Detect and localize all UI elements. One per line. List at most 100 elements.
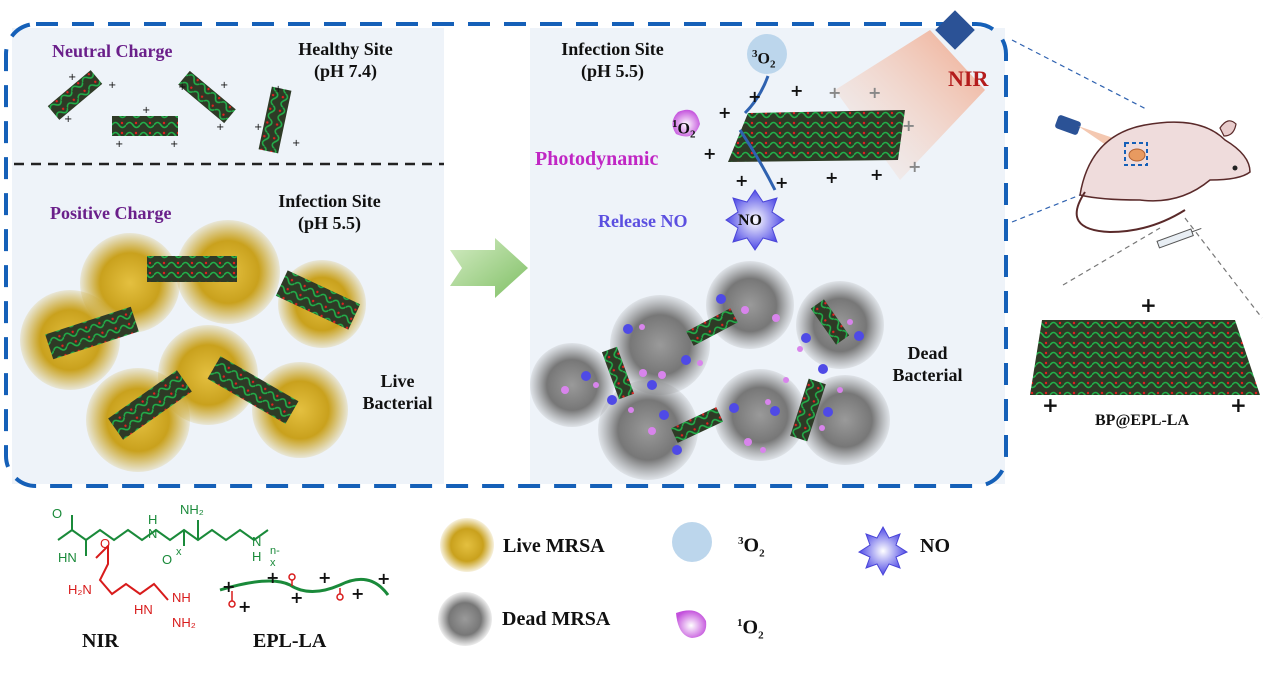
bp-sheet (108, 370, 192, 440)
sheet-1 (47, 70, 103, 120)
sup: 1 (737, 617, 743, 629)
dead-bacterial-line2: Bacterial (892, 365, 963, 385)
svg-text:+: + (1042, 393, 1059, 417)
svg-text:+: + (222, 577, 235, 596)
polymer-name-label: EPL-LA (253, 630, 327, 652)
process-arrow (450, 238, 528, 298)
epl-la-chain-icon (219, 577, 390, 596)
legend-dead-mrsa-label: Dead MRSA (502, 608, 611, 630)
svg-text:+: + (870, 165, 883, 184)
svg-text:+: + (1230, 393, 1247, 417)
base: O (743, 534, 760, 557)
bp-sheet (601, 346, 635, 400)
svg-text:+: + (64, 114, 72, 125)
sheet-2 (112, 116, 178, 136)
svg-text:+: + (108, 80, 116, 91)
atom-h2n: H₂N (68, 582, 92, 597)
photodynamic-label: Photodynamic (535, 148, 659, 170)
sub: 2 (758, 629, 764, 642)
atom-hn: HN (58, 550, 77, 565)
live-bacterial-label: Live Bacterial (345, 370, 450, 414)
bp-epl-la-zoom-sheet (1030, 320, 1260, 395)
svg-text:+: + (828, 83, 841, 102)
healthy-site-line1: Healthy Site (298, 39, 393, 59)
nir-lamp-icon (935, 10, 975, 50)
svg-text:+: + (351, 584, 364, 603)
nir-label: NIR (948, 66, 989, 91)
svg-text:+: + (290, 588, 303, 607)
sheet-4 (258, 86, 292, 154)
svg-text:+: + (274, 84, 282, 95)
bp-sheet (275, 270, 361, 330)
no-star-icon (857, 525, 909, 577)
dead-bacterium (530, 343, 614, 427)
neutral-charge-label: Neutral Charge (52, 41, 173, 61)
sup: 3 (752, 48, 758, 60)
bp-sheet (810, 299, 850, 345)
svg-text:+: + (748, 87, 761, 106)
legend-no-label: NO (920, 535, 950, 557)
oxygen-conversion-arrow (743, 75, 770, 115)
svg-text:+: + (902, 116, 915, 135)
dead-bacterium (610, 295, 710, 395)
live-bacterial-line2: Bacterial (362, 393, 433, 413)
infection-site-line1: Infection Site (278, 191, 381, 211)
svg-text:+: + (68, 72, 76, 83)
zoom-guide-line (1011, 39, 1149, 111)
infection-site-ph: (pH 5.5) (298, 213, 361, 233)
atom-nh2: NH₂ (180, 502, 204, 517)
live-bacterial-line1: Live (380, 371, 415, 391)
svg-text:+: + (318, 568, 331, 587)
svg-text:+: + (115, 139, 123, 150)
positive-charges: +++ +++ ++ ++ ++ (703, 81, 921, 192)
zoom-guide-line (1184, 217, 1263, 319)
legend-singlet-oxygen-label: 1O2 (737, 612, 764, 647)
epl-backbone (57, 515, 269, 556)
live-mrsa-icon (440, 518, 494, 572)
subscript-n-x: n-x (270, 545, 280, 569)
laser-pointer-icon (1055, 115, 1081, 135)
main-dashed-frame (4, 22, 1008, 488)
svg-text:+: + (790, 81, 803, 100)
svg-text:+: + (142, 105, 150, 116)
base: O (757, 50, 770, 68)
dead-bacterium (800, 375, 890, 465)
live-bacterium (252, 362, 348, 458)
dead-bacterial-label: Dead Bacterial (875, 342, 980, 386)
base: O (742, 616, 759, 639)
atom-nh: NH (172, 590, 191, 605)
sup: 3 (738, 535, 744, 547)
svg-text:+: + (775, 173, 788, 192)
no-star-label: NO (738, 212, 762, 229)
atom-o: O (100, 536, 111, 551)
no-release-arrow (738, 129, 777, 191)
singlet-oxygen-label: 1O2 (672, 113, 695, 146)
bp-epl-la-label: BP@EPL-LA (1095, 412, 1189, 429)
svg-text:+: + (178, 82, 186, 93)
infection-site-left-title: Infection Site (pH 5.5) (262, 190, 397, 234)
zoom-guide-line (1062, 227, 1161, 286)
legend-triplet-oxygen-label: 3O2 (738, 530, 765, 565)
structure-name-label: NIR (82, 630, 119, 652)
svg-text:+: + (170, 139, 178, 150)
syringe-icon (1156, 227, 1202, 249)
svg-text:+: + (254, 122, 262, 133)
bp-sheet (790, 378, 826, 442)
infection-site-right-ph: (pH 5.5) (581, 61, 644, 81)
bp-sheet (147, 256, 237, 282)
neutral-sheets: +++ +++ +++ +++ (47, 70, 300, 154)
dead-bacterial-line1: Dead (907, 343, 948, 363)
atom-hn: HN (134, 602, 153, 617)
svg-text:+: + (718, 103, 731, 122)
atom-n: N (252, 534, 262, 549)
svg-text:+: + (703, 144, 716, 163)
bp-sheet (686, 308, 738, 346)
atom-o: O (162, 552, 173, 567)
triplet-oxygen-label: 3O2 (752, 43, 775, 76)
no-star (725, 189, 785, 251)
healthy-site-title: Healthy Site (pH 7.4) (283, 38, 408, 82)
sub: 2 (689, 128, 696, 141)
singlet-oxygen-drop (672, 109, 700, 137)
svg-text:+: + (216, 122, 224, 133)
dead-mrsa-icon (438, 592, 492, 646)
